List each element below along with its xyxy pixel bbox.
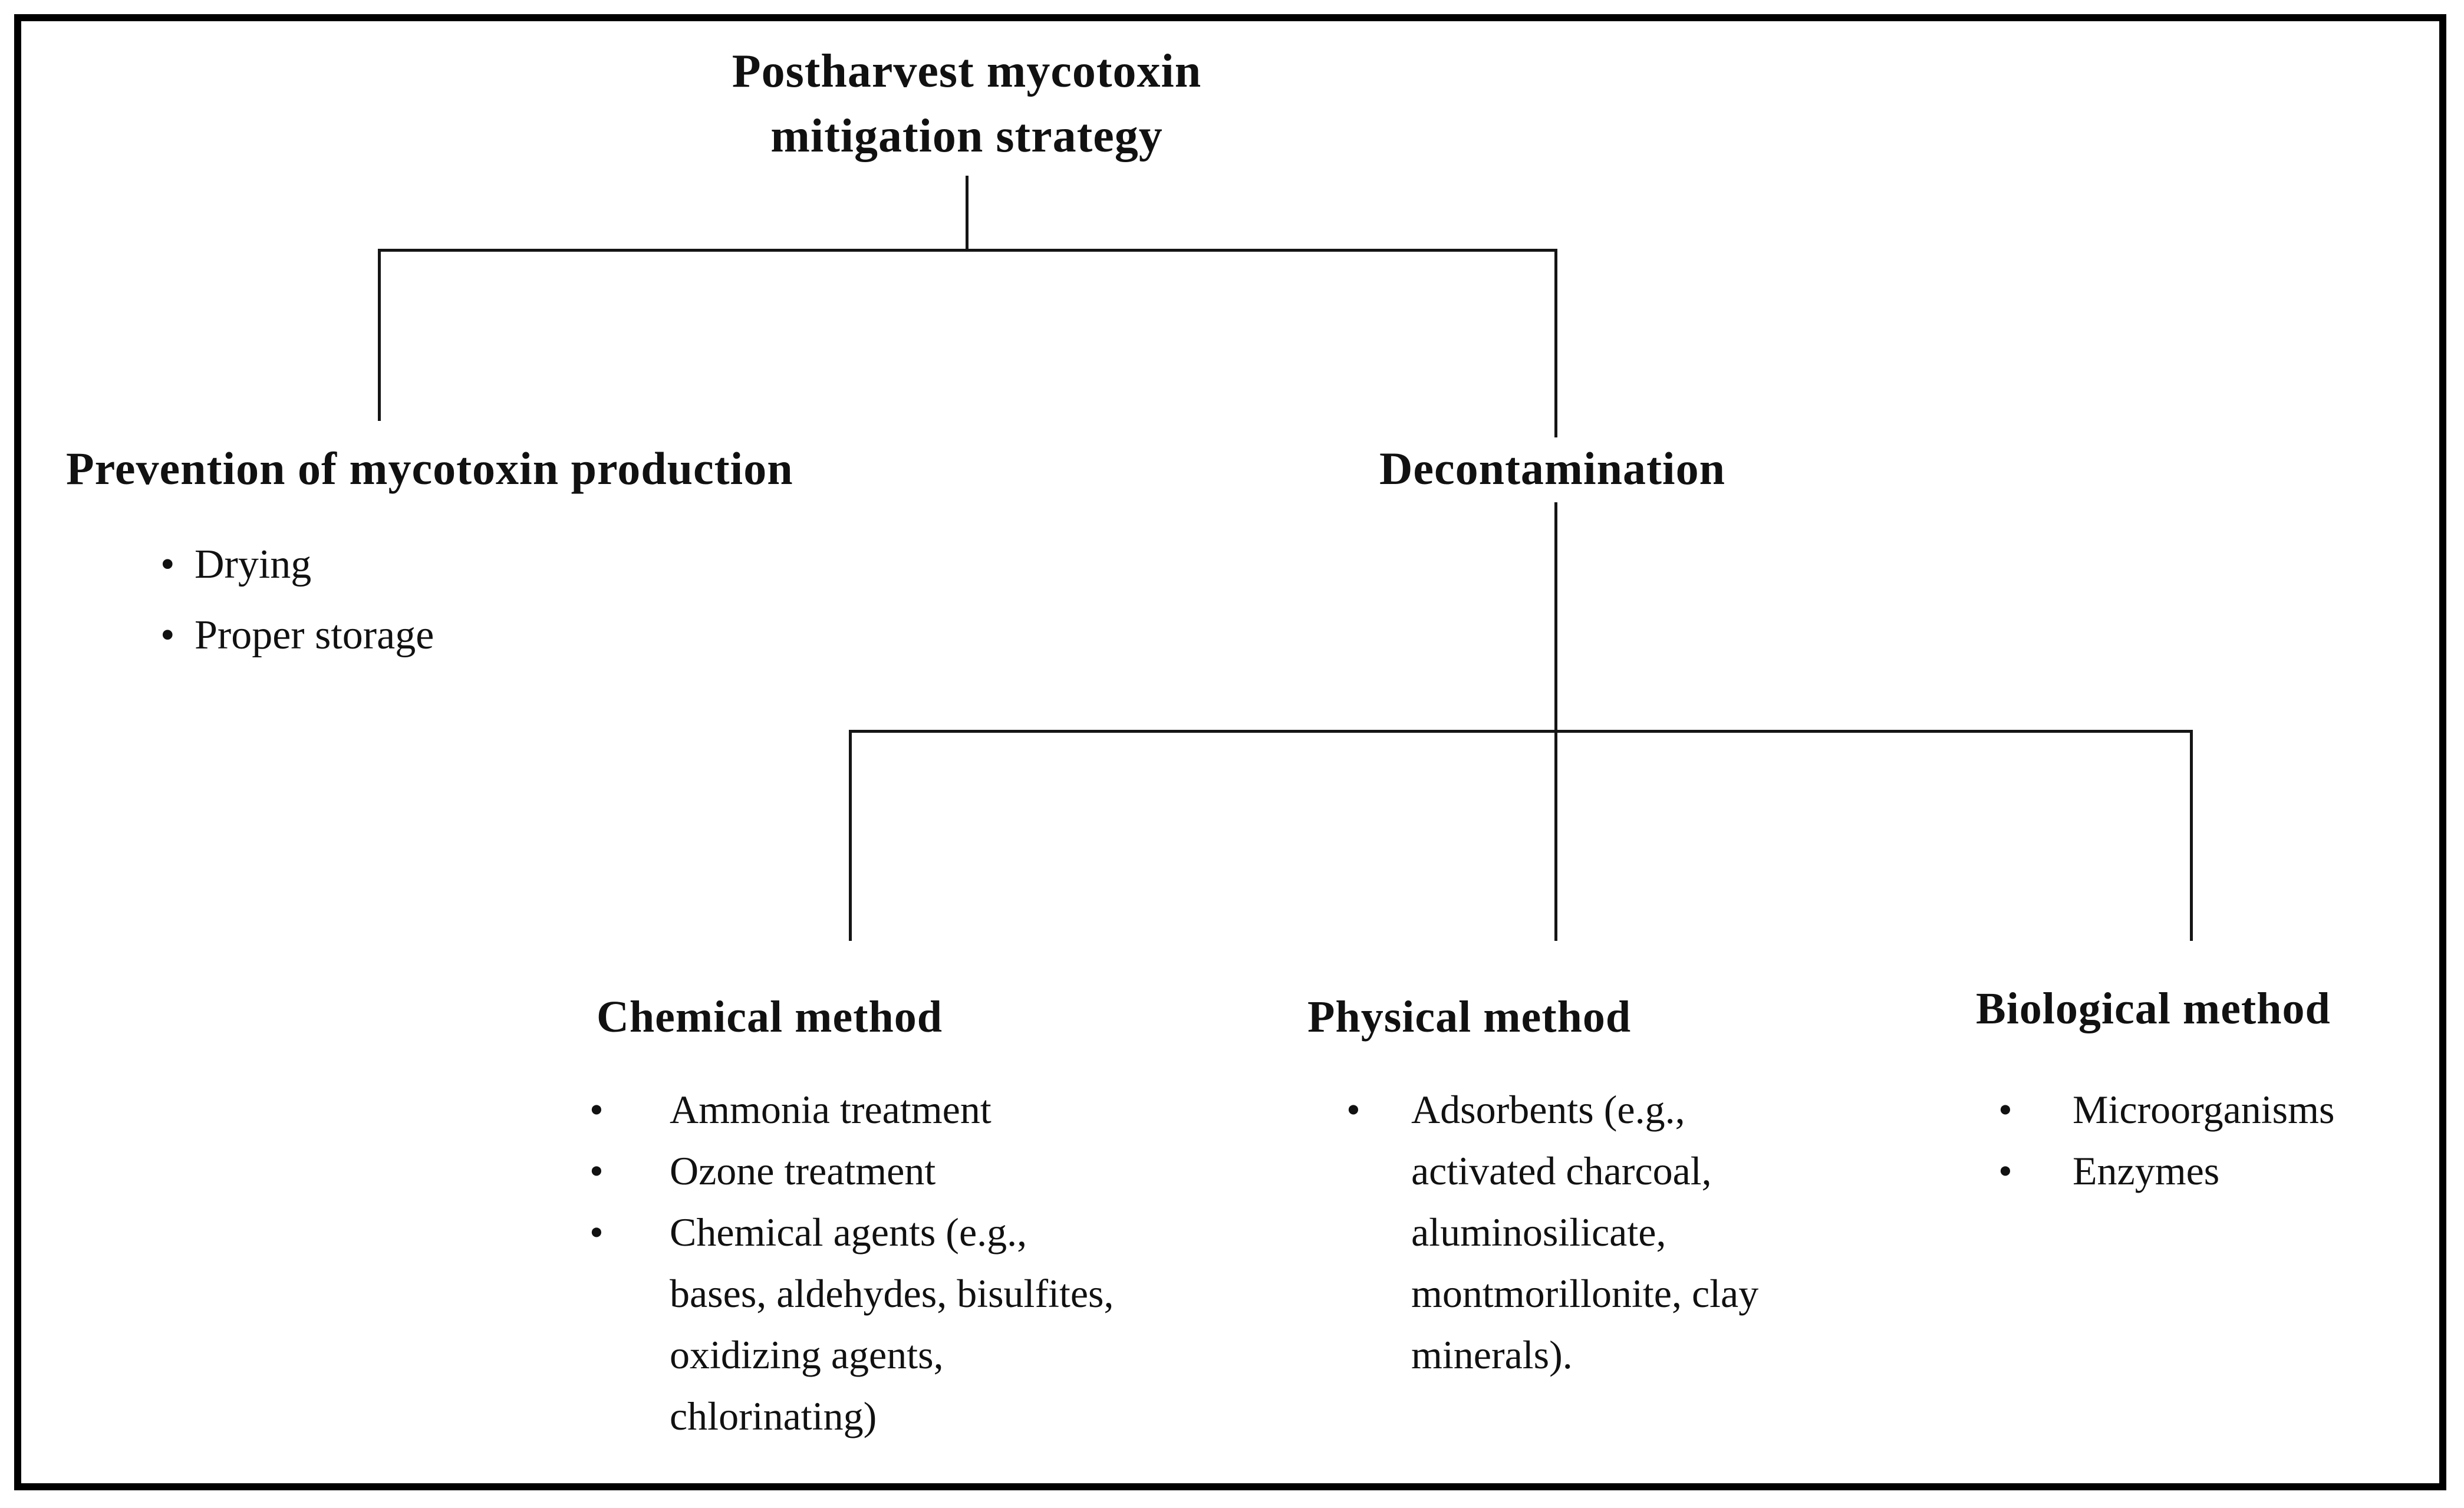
connector-split1-horizontal (378, 249, 1557, 252)
connector-split2-horizontal (849, 730, 2193, 733)
connector-physical-drop (1554, 730, 1557, 941)
bullet-item: Chemical agents (e.g., bases, aldehydes,… (589, 1201, 1132, 1447)
connector-chemical-drop (849, 730, 852, 941)
connector-decontamination-stem (1554, 502, 1557, 731)
bullet-item: Ammonia treatment (589, 1079, 1132, 1140)
biological-method-label: Biological method (1976, 984, 2331, 1033)
chemical-bullet-list: Ammonia treatmentOzone treatmentChemical… (589, 1079, 1132, 1447)
bullet-item: Microorganisms (1998, 1079, 2376, 1140)
physical-method-label: Physical method (1307, 992, 1632, 1042)
bullet-item: Ozone treatment (589, 1140, 1132, 1201)
decontamination-node-label: Decontamination (1379, 443, 1725, 494)
biological-bullet-list: MicroorganismsEnzymes (1998, 1079, 2376, 1201)
bullet-item: Drying (160, 529, 691, 600)
bullet-item: Proper storage (160, 600, 691, 671)
connector-biological-drop (2190, 730, 2193, 941)
figure-border (14, 14, 2446, 1490)
physical-bullet-list: Adsorbents (e.g., activated charcoal, al… (1346, 1079, 1818, 1385)
chemical-method-label: Chemical method (597, 992, 943, 1042)
prevention-bullet-list: DryingProper storage (160, 529, 691, 671)
root-node-title: Postharvest mycotoxin mitigation strateg… (732, 45, 1202, 162)
bullet-item: Adsorbents (e.g., activated charcoal, al… (1346, 1079, 1818, 1385)
connector-root-stem (966, 176, 969, 250)
connector-prevention-drop (378, 249, 381, 421)
bullet-item: Enzymes (1998, 1140, 2376, 1201)
prevention-node-label: Prevention of mycotoxin production (66, 443, 793, 494)
connector-decontamination-drop (1554, 249, 1557, 437)
